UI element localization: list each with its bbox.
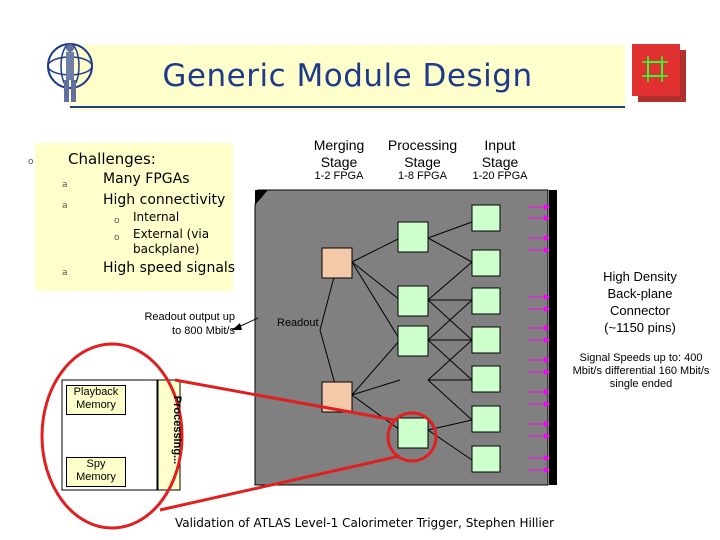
sub-bullet-icon: o <box>114 233 120 243</box>
processing-fpga <box>397 325 429 357</box>
highlight-connector <box>174 378 395 422</box>
processing-fpga <box>397 221 429 253</box>
input-fpga <box>471 287 501 315</box>
stage-heading-merging: Merging Stage <box>313 137 365 170</box>
input-fpga <box>471 204 501 232</box>
challenge-item: Many FPGAs <box>103 171 190 187</box>
challenge-item: High connectivity <box>103 192 226 208</box>
bullet-icon: a <box>62 180 68 190</box>
atlas-logo-icon <box>47 43 93 102</box>
input-fpga <box>471 365 501 393</box>
sub-bullet-icon: o <box>114 216 120 226</box>
challenge-sub-item: Internal <box>133 210 180 224</box>
page-title: Generic Module Design <box>162 58 533 94</box>
title-band <box>70 45 625 110</box>
stage-fpga-processing: 1-8 FPGA <box>398 170 447 182</box>
processing-fpga <box>397 285 429 317</box>
challenge-sub-item: External (via backplane) <box>133 227 210 256</box>
fpga-interconnects <box>319 221 473 461</box>
input-fpga <box>471 445 501 473</box>
challenges-box <box>35 143 233 291</box>
spy-memory: Spy Memory <box>66 457 126 487</box>
bullet-icon: o <box>28 157 34 167</box>
signal-speeds-label: Signal Speeds up to: 400 Mbit/s differen… <box>572 352 710 390</box>
highlight-circle-small <box>386 411 438 463</box>
backplane-connector <box>549 190 557 485</box>
backplane-label: High Density Back-plane Connector (~1150… <box>603 269 677 335</box>
module-logo-icon <box>632 44 686 102</box>
highlight-circle-large <box>40 342 184 530</box>
challenges-heading: Challenges: <box>68 150 156 168</box>
stage-heading-processing: Processing Stage <box>387 137 458 170</box>
footer-text: Validation of ATLAS Level-1 Calorimeter … <box>175 516 555 530</box>
processing-label: Processing... <box>171 395 183 465</box>
playback-memory: Playback Memory <box>66 385 126 415</box>
challenge-item: High speed signals <box>103 260 236 276</box>
readout-label: Readout <box>277 317 319 329</box>
stage-heading-input: Input Stage <box>481 137 519 170</box>
title-underline <box>70 106 625 108</box>
backplane-link-arrows <box>528 204 550 473</box>
input-fpga <box>471 326 501 354</box>
highlight-connector <box>159 454 401 512</box>
processing-fpga <box>397 417 429 449</box>
input-fpga <box>471 249 501 277</box>
bullet-icon: a <box>62 268 68 278</box>
readout-output-label: Readout output up to 800 Mbit/s <box>144 311 235 337</box>
board-corner <box>255 190 268 205</box>
stage-fpga-merging: 1-2 FPGA <box>314 170 364 182</box>
input-fpga <box>471 405 501 433</box>
bullet-icon: a <box>62 201 68 211</box>
merging-fpga <box>321 247 353 279</box>
stage-fpga-input: 1-20 FPGA <box>472 170 528 182</box>
